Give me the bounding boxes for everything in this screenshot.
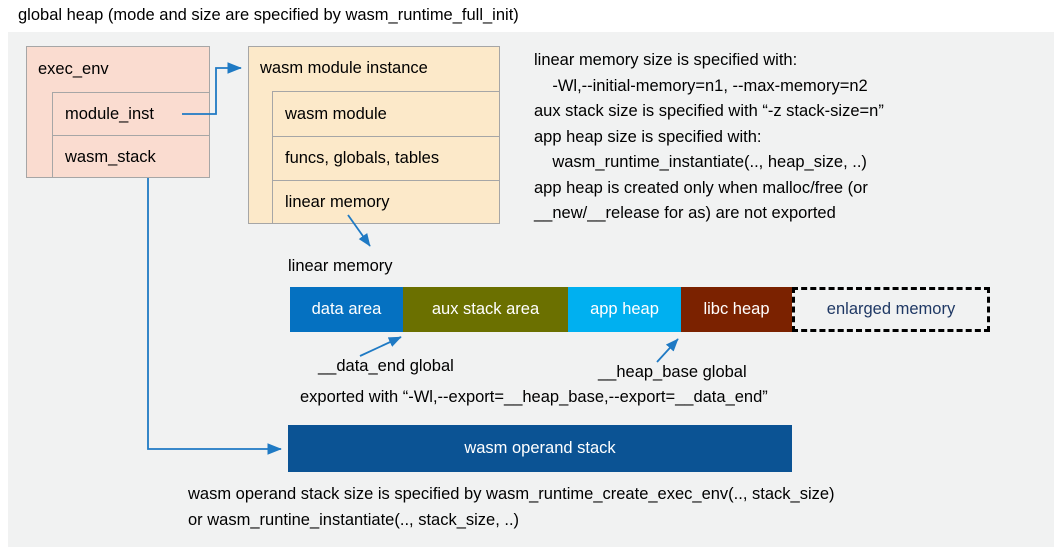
specification-notes: linear memory size is specified with: -W… [534,51,884,222]
annotation-exported-with: exported with “-Wl,--export=__heap_base,… [300,388,768,406]
module-instance-box [248,46,500,224]
exec-env-box [26,46,210,178]
memory-segment-libc-heap: libc heap [681,287,792,332]
operand-stack-notes: wasm operand stack size is specified by … [188,485,835,529]
page-title: global heap (mode and size are specified… [18,6,519,24]
linear-memory-bar-label: linear memory [288,257,393,275]
exec-env-row-module-inst: module_inst [52,92,210,135]
wasm-operand-stack-bar: wasm operand stack [288,425,792,472]
memory-segment-app-heap: app heap [568,287,681,332]
memory-segment-enlarged-memory: enlarged memory [792,287,990,332]
memory-segment-aux-stack-area: aux stack area [403,287,568,332]
annotation-data-end-global: __data_end global [318,357,454,375]
linear-memory-bar: data area aux stack area app heap libc h… [290,287,990,332]
module-instance-row-funcs-globals-tables: funcs, globals, tables [272,136,500,180]
module-instance-row-wasm-module: wasm module [272,91,500,136]
module-instance-row-linear-memory: linear memory [272,180,500,224]
exec-env-row-wasm-stack: wasm_stack [52,135,210,178]
annotation-heap-base-global: __heap_base global [598,363,747,381]
memory-segment-data-area: data area [290,287,403,332]
exec-env-title: exec_env [38,59,109,78]
module-instance-title: wasm module instance [260,59,428,77]
